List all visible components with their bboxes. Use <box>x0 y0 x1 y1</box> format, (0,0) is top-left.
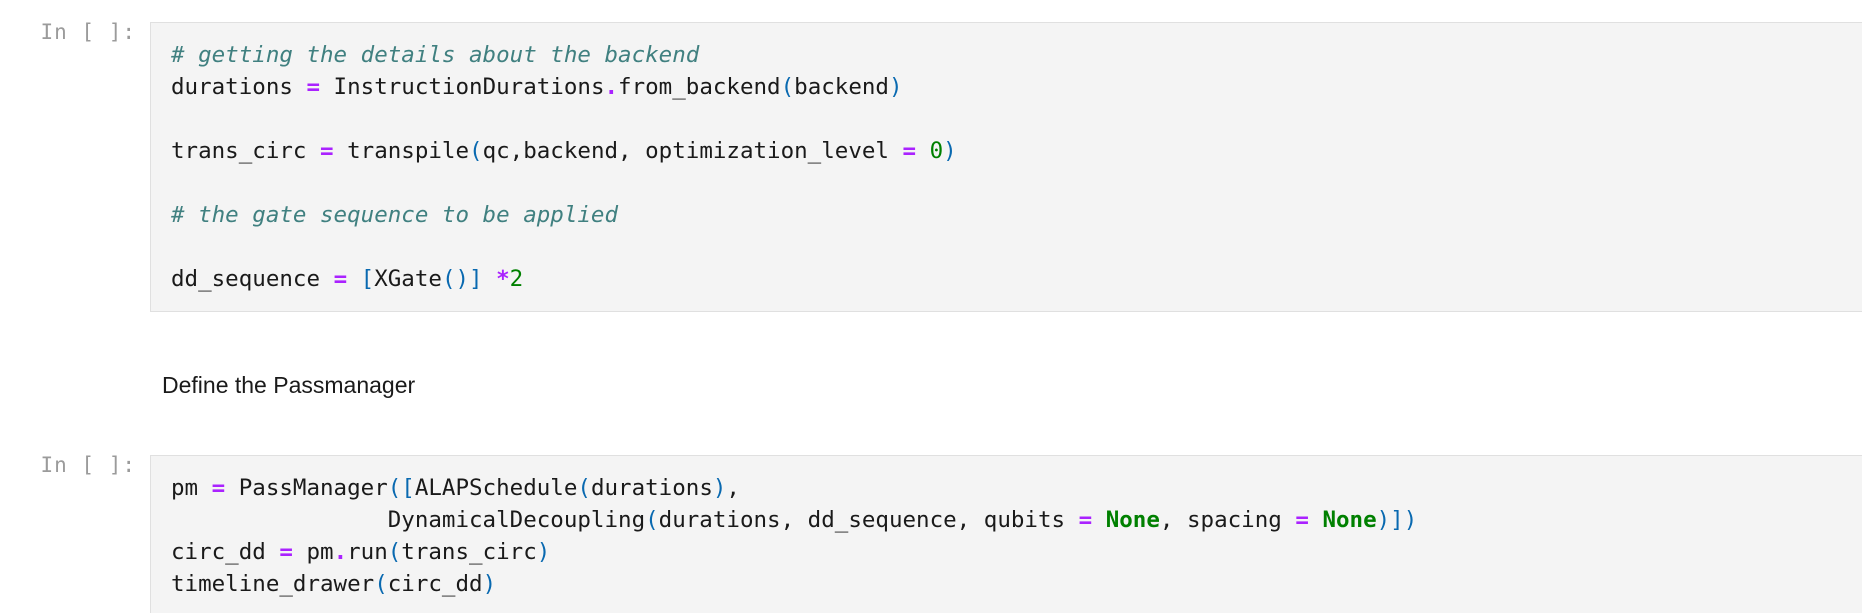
code-token: run <box>347 539 388 565</box>
code-token: qc,backend, optimization_level <box>482 138 903 164</box>
code-token: trans_circ <box>401 539 537 565</box>
code-input-area-2[interactable]: pm = PassManager([ALAPSchedule(durations… <box>150 455 1862 613</box>
code-token: )]) <box>1376 507 1418 533</box>
code-token: # the gate sequence to be applied <box>171 202 619 228</box>
code-token <box>1092 507 1106 533</box>
code-token: = <box>306 74 321 100</box>
markdown-prompt-spacer <box>0 370 150 400</box>
code-token: ) <box>888 74 903 100</box>
markdown-body[interactable]: Define the Passmanager <box>150 370 1862 400</box>
code-cell-2[interactable]: In [ ]: pm = PassManager([ALAPSchedule(d… <box>0 455 1862 613</box>
cell-prompt-2[interactable]: In [ ]: <box>40 453 136 477</box>
code-token: InstructionDurations <box>320 74 605 100</box>
code-token: () <box>441 266 470 292</box>
code-token: trans_circ <box>171 138 321 164</box>
markdown-cell[interactable]: Define the Passmanager <box>0 370 1862 400</box>
code-token: None <box>1105 507 1160 533</box>
code-token: ( <box>469 138 483 164</box>
code-token: . <box>333 539 348 565</box>
code-input-area-1[interactable]: # getting the details about the backend … <box>150 22 1862 312</box>
code-token: 0 <box>929 138 944 164</box>
code-token: dd_sequence <box>171 266 334 292</box>
code-token: ALAPSchedule <box>414 475 578 501</box>
code-token: from_backend <box>618 74 781 100</box>
code-token: ) <box>943 138 957 164</box>
code-token: PassManager <box>225 475 388 501</box>
code-token: [ <box>360 266 375 292</box>
code-token: = <box>333 266 348 292</box>
code-token: , <box>726 475 740 501</box>
code-token: circ_dd <box>171 539 280 565</box>
code-token <box>347 266 361 292</box>
code-source-1[interactable]: # getting the details about the backend … <box>171 39 1862 295</box>
markdown-text: Define the Passmanager <box>162 372 416 398</box>
code-token: transpile <box>333 138 470 164</box>
code-token: ) <box>482 571 497 597</box>
code-token: = <box>1295 507 1309 533</box>
code-token: ( <box>645 507 659 533</box>
code-token: = <box>902 138 917 164</box>
code-token: ) <box>536 539 551 565</box>
code-token: durations <box>171 74 307 100</box>
code-token: * <box>496 266 510 292</box>
code-token: DynamicalDecoupling <box>171 507 646 533</box>
code-token: 2 <box>509 266 524 292</box>
code-token: ( <box>374 571 388 597</box>
code-token: None <box>1322 507 1377 533</box>
code-token: , spacing <box>1159 507 1296 533</box>
code-cell-1[interactable]: In [ ]: # getting the details about the … <box>0 22 1862 312</box>
code-token: XGate <box>374 266 442 292</box>
code-token: circ_dd <box>387 571 483 597</box>
code-source-2[interactable]: pm = PassManager([ALAPSchedule(durations… <box>171 472 1862 600</box>
code-token: ( <box>387 539 402 565</box>
code-token: ( <box>577 475 591 501</box>
code-token: ] <box>469 266 483 292</box>
code-token <box>1309 507 1323 533</box>
code-token: pm <box>171 475 212 501</box>
code-token <box>916 138 930 164</box>
code-token: ) <box>712 475 727 501</box>
cell-prompt-1[interactable]: In [ ]: <box>40 20 136 44</box>
code-token: # getting the details about the backend <box>171 42 700 68</box>
code-token: backend <box>794 74 889 100</box>
code-token: . <box>604 74 619 100</box>
code-token: = <box>1078 507 1093 533</box>
code-token: ([ <box>387 475 415 501</box>
code-token: durations <box>590 475 713 501</box>
code-token: = <box>279 539 293 565</box>
code-token: timeline_drawer <box>171 571 375 597</box>
code-token: durations, dd_sequence, qubits <box>658 507 1079 533</box>
code-token: = <box>320 138 334 164</box>
code-token: = <box>211 475 226 501</box>
code-token: pm <box>292 539 334 565</box>
code-token: ( <box>780 74 795 100</box>
code-token <box>483 266 497 292</box>
